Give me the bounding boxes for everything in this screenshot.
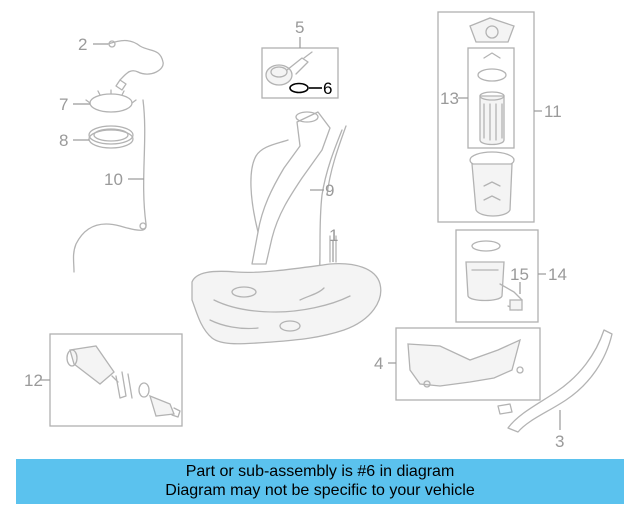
callout-6[interactable]: 6: [323, 79, 332, 98]
callout-4[interactable]: 4: [374, 354, 383, 373]
part-10-vent-line: [72, 99, 147, 273]
part-14-fuel-sender: [465, 240, 505, 302]
callout-2[interactable]: 2: [78, 35, 87, 54]
part-1-fuel-tank: [191, 235, 382, 345]
box-11: [437, 11, 535, 223]
callout-13[interactable]: 13: [440, 89, 459, 108]
part-4-heat-shield: [407, 338, 524, 388]
box-14: [455, 229, 539, 323]
banner-line-2: Diagram may not be specific to your vehi…: [165, 482, 475, 499]
callout-10[interactable]: 10: [104, 170, 123, 189]
part-15-connector: [499, 283, 523, 311]
callout-14[interactable]: 14: [548, 265, 567, 284]
part-5-filler-cap: [265, 51, 313, 86]
part-7-lock-ring: [85, 89, 137, 113]
callout-9[interactable]: 9: [325, 181, 334, 200]
part-2-hose: [107, 39, 164, 91]
part-3-tank-strap: [497, 329, 613, 433]
part-6-gasket: [289, 82, 309, 94]
info-banner: Part or sub-assembly is #6 in diagram Di…: [16, 459, 624, 504]
callout-5[interactable]: 5: [295, 18, 304, 37]
banner-line-1: Part or sub-assembly is #6 in diagram: [185, 463, 455, 480]
callout-11[interactable]: 11: [544, 102, 562, 121]
part-8-seal: [88, 125, 134, 149]
callout-15[interactable]: 15: [510, 265, 529, 284]
callout-8[interactable]: 8: [59, 131, 68, 150]
part-12-fuel-filter: [66, 345, 181, 418]
part-11-pump-module: [469, 17, 515, 217]
callout-12[interactable]: 12: [24, 371, 43, 390]
callout-3[interactable]: 3: [555, 432, 564, 451]
part-9-filler-pipe: [250, 111, 347, 323]
box-4: [395, 327, 541, 401]
callout-7[interactable]: 7: [59, 95, 68, 114]
callout-1[interactable]: 1: [329, 226, 338, 245]
